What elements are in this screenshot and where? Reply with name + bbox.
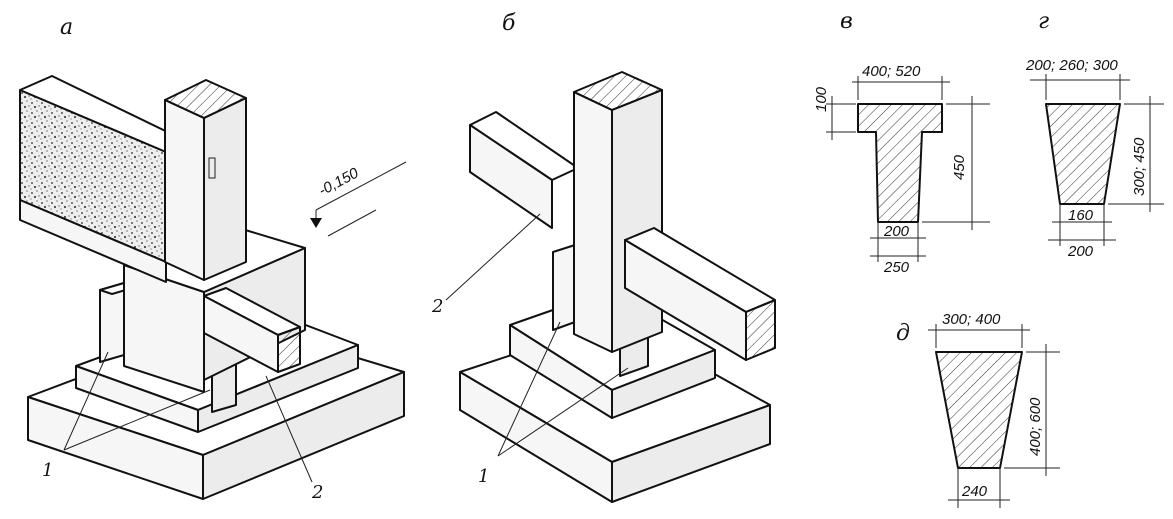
v-bottom-outer: 250 [883,259,910,276]
v-height: 450 [951,154,968,180]
tie-beam-end [277,326,301,373]
slab-bottom-side [202,371,405,500]
b-left-beam-front [469,124,553,229]
b-step-block-left [552,244,576,331]
leader-2 [265,375,313,483]
section-d: 300; 400 400; 600 240 д [896,311,1060,508]
g-height: 300; 450 [1131,137,1148,196]
b-column-front [573,91,613,353]
g-bottom-outer: 200 [1067,243,1094,260]
callout-1-b: 1 [478,466,489,487]
b-leader-2 [445,213,541,301]
column-side [203,97,247,281]
column-embed-plate [208,157,216,179]
b-leader-1a [497,321,561,457]
callout-2-a: 2 [311,482,323,503]
d-height: 400; 600 [1027,397,1044,456]
elevation-line [327,209,377,237]
d-bottom: 240 [961,483,988,500]
callout-2-b: 2 [431,296,443,317]
elevation-leader [315,161,407,211]
panel-label-v: в [840,9,853,34]
panel-label-b: б [502,11,516,36]
callout-1-a: 1 [42,460,53,481]
elevation-text: -0,150 [316,164,362,199]
v-top-width: 400; 520 [862,63,921,80]
slab-middle-side [197,344,359,433]
v-flange: 100 [813,86,830,112]
panel-label-a: а [60,15,73,40]
g-bottom-inner: 160 [1068,207,1094,224]
v-bottom-inner: 200 [883,223,910,240]
g-top-width: 200; 260; 300 [1025,57,1118,74]
wall-base-beam [19,199,167,283]
panel-a: -0,150 а 1 2 [19,15,407,503]
leader-1a [63,351,109,451]
section-g: 200; 260; 300 300; 450 160 200 г [1025,9,1164,260]
b-leader-1b [497,367,629,457]
section-g-shape [1045,103,1121,205]
column-front [164,99,205,281]
leader-1b [63,389,211,451]
section-d-shape [935,351,1023,469]
b-slab-bottom-side [611,404,771,503]
section-v: 400; 520 100 450 200 250 в [813,9,990,276]
elevation-arrow [310,218,322,228]
panel-label-d: д [896,321,910,346]
column-top-section [164,79,247,119]
section-v-shape [857,103,943,223]
b-slab-middle-side [611,349,716,419]
b-column-top-section [573,71,663,111]
b-right-beam-end [745,299,776,361]
d-top-width: 300; 400 [942,311,1001,328]
panel-label-g: г [1038,9,1049,34]
panel-b: б 2 1 [431,11,776,503]
b-column-side [611,89,663,353]
